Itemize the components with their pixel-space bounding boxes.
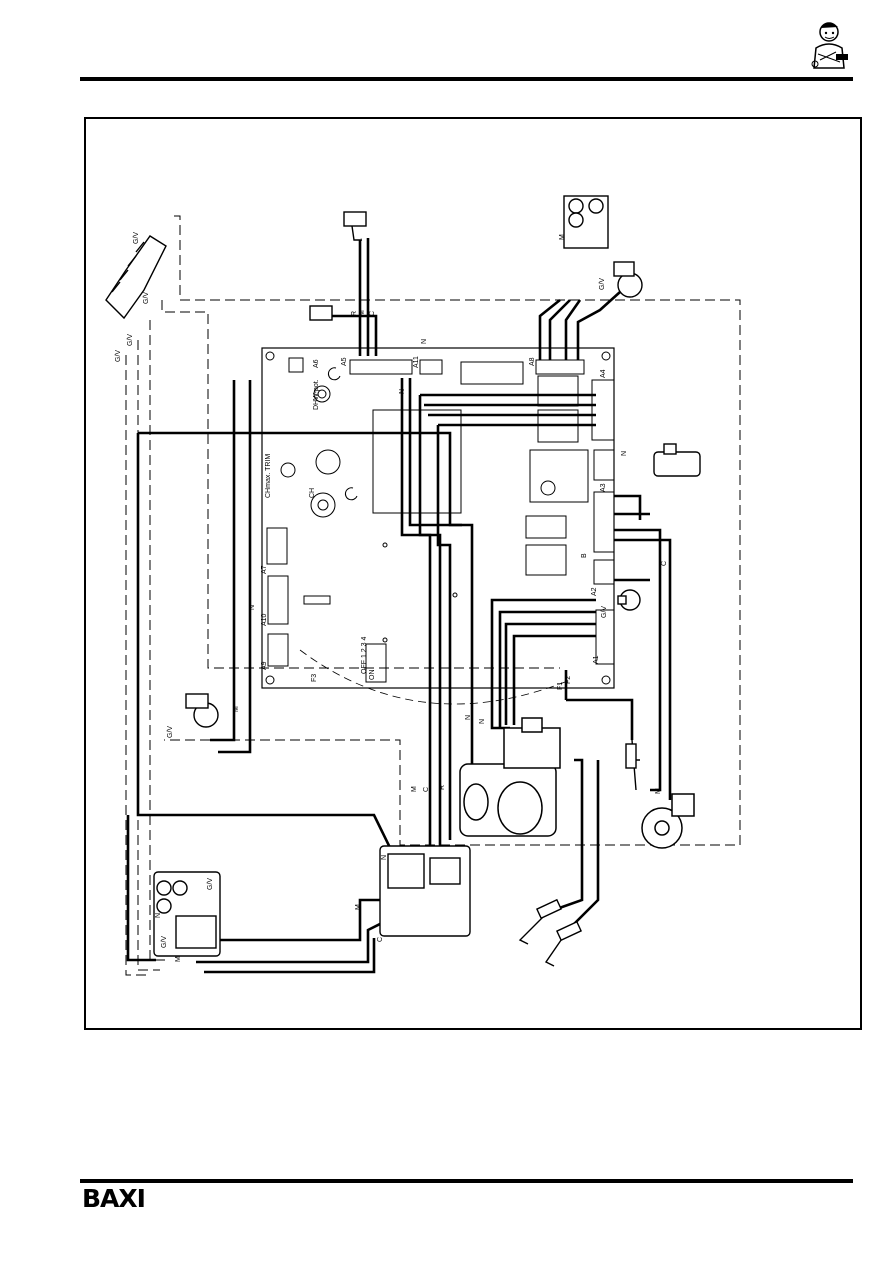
ch-label: CH bbox=[309, 488, 316, 498]
fan-motor bbox=[641, 793, 695, 849]
f2-label: F2 bbox=[565, 676, 572, 684]
a10-label: A10 bbox=[261, 613, 268, 626]
wire-gv-4: G/V bbox=[115, 350, 122, 362]
wire-m-6: M bbox=[355, 904, 362, 910]
wire-r-2: R bbox=[439, 785, 446, 790]
dhw-pot-knob bbox=[313, 385, 331, 403]
wire-n-4: N bbox=[465, 715, 472, 720]
gas-valve bbox=[459, 717, 561, 837]
wire-gv-8: G/V bbox=[161, 936, 168, 948]
ntc-sensor-right bbox=[613, 261, 643, 298]
earth-terminal-block bbox=[105, 235, 167, 320]
wire-gv-5: G/V bbox=[167, 726, 174, 738]
a1-label: A1 bbox=[593, 655, 600, 664]
wire-n-2: N bbox=[399, 389, 406, 394]
wire-n-7: N bbox=[155, 913, 162, 918]
a11-label: A11 bbox=[413, 356, 420, 368]
wire-m-3: M bbox=[559, 234, 566, 240]
wire-gv-1: G/V bbox=[133, 232, 140, 244]
header-rule bbox=[80, 77, 853, 81]
wire-gv-6: G/V bbox=[599, 278, 606, 290]
wire-m-5: M bbox=[655, 788, 662, 794]
wire-r-1: R bbox=[351, 311, 358, 316]
a2-label: A2 bbox=[591, 587, 598, 596]
a3-label: A3 bbox=[600, 483, 607, 492]
wire-n-5: N bbox=[479, 719, 486, 724]
a8-label: A8 bbox=[529, 357, 536, 366]
wire-gv-9: G/V bbox=[601, 606, 608, 618]
wire-c-2: C bbox=[423, 787, 430, 792]
ignition-electrodes bbox=[518, 739, 640, 967]
technician-mascot-icon bbox=[811, 22, 848, 69]
wire-b-1: B bbox=[581, 553, 588, 558]
f1-label: F1 bbox=[557, 682, 564, 690]
a9-label: A9 bbox=[261, 661, 268, 670]
wire-c-1: C bbox=[369, 311, 376, 316]
ignition-unit bbox=[379, 845, 471, 937]
diverter-connector bbox=[563, 195, 609, 249]
wire-m-7: M bbox=[175, 956, 182, 962]
flow-sensor bbox=[343, 211, 367, 241]
wire-c-4: C bbox=[661, 561, 668, 566]
overheat-thermostat bbox=[617, 589, 641, 611]
a7-label: A7 bbox=[261, 565, 268, 574]
wire-m-2: M bbox=[359, 310, 366, 316]
wire-c-3: C bbox=[377, 937, 384, 942]
dhw-pot-label: DHW-pot. bbox=[313, 379, 320, 410]
ch-pot-knob bbox=[310, 492, 336, 518]
chmax-trim-label: CHmax. TRIM bbox=[265, 454, 272, 498]
dip-switch-on-label: ON bbox=[369, 670, 376, 681]
diagram-frame bbox=[84, 117, 862, 1030]
ntc-sensor-left bbox=[185, 693, 219, 728]
a6-label: A6 bbox=[313, 359, 320, 368]
wire-gv-7: G/V bbox=[207, 878, 214, 890]
dhw-sensor bbox=[309, 305, 333, 321]
a5-label: A5 bbox=[341, 357, 348, 366]
wire-m-4: M bbox=[411, 786, 418, 792]
wire-gv-2: G/V bbox=[143, 292, 150, 304]
baxi-logo: BAXI bbox=[82, 1184, 146, 1213]
mains-terminal-block bbox=[153, 871, 221, 957]
wire-n-8: N bbox=[621, 451, 628, 456]
wire-n-1: N bbox=[249, 605, 256, 610]
wire-n-3: N bbox=[421, 339, 428, 344]
wire-m-1: M bbox=[233, 706, 240, 712]
wire-n-6: N bbox=[381, 855, 388, 860]
pressure-switch bbox=[653, 443, 701, 477]
dip-switch-label: OFF 1 2 3 4 bbox=[361, 637, 368, 674]
f3-label: F3 bbox=[311, 674, 318, 682]
wire-gv-3: G/V bbox=[127, 334, 134, 346]
a4-label: A4 bbox=[600, 369, 607, 378]
wiring-diagram: DHW-pot. A6 A5 A11 A8 A4 A3 A2 A1 A7 A10… bbox=[105, 195, 741, 976]
footer-rule bbox=[80, 1179, 853, 1183]
